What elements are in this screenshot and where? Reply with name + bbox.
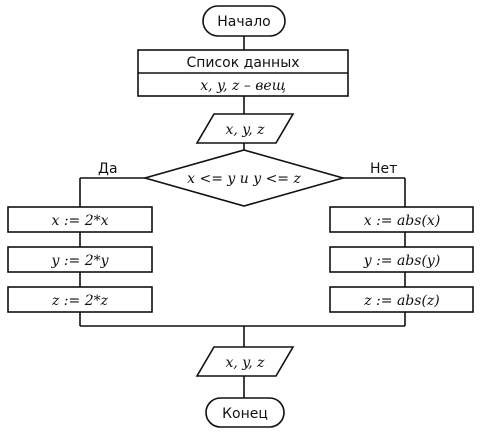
start-terminator: Начало: [202, 5, 286, 37]
input-label: x, y, z: [225, 122, 265, 138]
output-label: x, y, z: [225, 355, 265, 371]
start-label: Начало: [217, 14, 270, 30]
branch-yes-label: Да: [98, 161, 118, 177]
data-block-title: Список данных: [186, 55, 299, 71]
end-label: Конец: [222, 406, 268, 422]
yes-step: z := 2*z: [51, 293, 109, 309]
data-declaration-block: Список данных x, y, z – вещ: [137, 49, 349, 97]
yes-step: x := 2*x: [51, 213, 108, 229]
output-block: x, y, z: [195, 346, 295, 377]
data-block-declaration: x, y, z – вещ: [200, 78, 285, 94]
no-step: y := abs(y): [363, 253, 441, 269]
branch-no-label: Нет: [370, 161, 397, 177]
no-step: z := abs(z): [363, 293, 440, 309]
yes-branch: x := 2*x y := 2*y z := 2*z: [7, 206, 153, 313]
condition-label: x <= y и y <= z: [187, 171, 301, 187]
end-terminator: Конец: [205, 397, 285, 428]
no-step: x := abs(x): [364, 213, 441, 229]
condition-diamond: x <= y и y <= z: [142, 149, 346, 207]
connectors: [79, 36, 406, 398]
yes-step: y := 2*y: [50, 253, 109, 269]
input-block: x, y, z: [195, 113, 295, 144]
no-branch: x := abs(x) y := abs(y) z := abs(z): [329, 206, 474, 313]
